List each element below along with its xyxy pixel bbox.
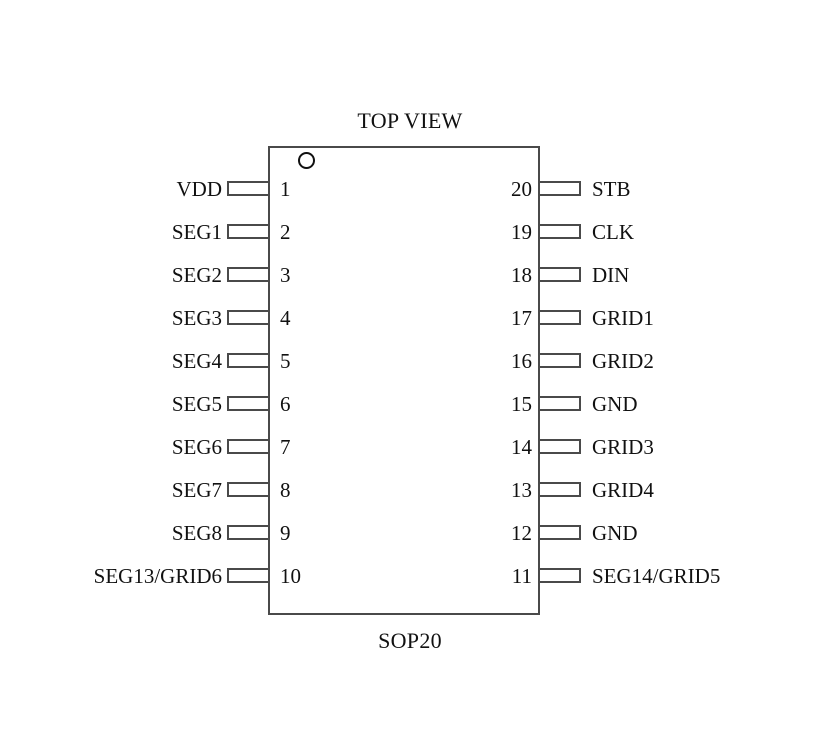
pin-label-15: GND xyxy=(592,391,638,416)
pin-label-13: GRID4 xyxy=(592,477,654,502)
pin-number-16: 16 xyxy=(511,348,532,373)
pin-lead-13 xyxy=(539,482,581,497)
pin-lead-15 xyxy=(539,396,581,411)
pin-number-6: 6 xyxy=(280,391,291,416)
pin-number-20: 20 xyxy=(511,176,532,201)
pin-label-20: STB xyxy=(592,176,631,201)
pin-number-15: 15 xyxy=(511,391,532,416)
pin-lead-14 xyxy=(539,439,581,454)
pin-lead-2 xyxy=(227,224,269,239)
pin-number-18: 18 xyxy=(511,262,532,287)
pin-lead-10 xyxy=(227,568,269,583)
pin-number-7: 7 xyxy=(280,434,291,459)
pin-number-8: 8 xyxy=(280,477,291,502)
pin-number-9: 9 xyxy=(280,520,291,545)
pin-number-4: 4 xyxy=(280,305,291,330)
pin-label-3: SEG2 xyxy=(171,262,222,287)
pin-label-16: GRID2 xyxy=(592,348,654,373)
pin-number-1: 1 xyxy=(280,176,291,201)
pin-lead-3 xyxy=(227,267,269,282)
pin-lead-5 xyxy=(227,353,269,368)
pin-number-13: 13 xyxy=(511,477,532,502)
pin-lead-8 xyxy=(227,482,269,497)
pin-label-4: SEG3 xyxy=(171,305,222,330)
pin-label-11: SEG14/GRID5 xyxy=(592,563,721,588)
pin-lead-16 xyxy=(539,353,581,368)
pin-number-14: 14 xyxy=(511,434,532,459)
pin-number-11: 11 xyxy=(511,563,532,588)
pin-label-19: CLK xyxy=(592,219,634,244)
pin-lead-17 xyxy=(539,310,581,325)
pin-label-18: DIN xyxy=(592,262,630,287)
pin-number-5: 5 xyxy=(280,348,291,373)
pin-label-12: GND xyxy=(592,520,638,545)
pin-label-10: SEG13/GRID6 xyxy=(93,563,222,588)
pin-lead-7 xyxy=(227,439,269,454)
pin-lead-6 xyxy=(227,396,269,411)
pin1-dot-icon xyxy=(298,152,315,169)
pin-label-7: SEG6 xyxy=(171,434,222,459)
pin-number-19: 19 xyxy=(511,219,532,244)
pin-label-1: VDD xyxy=(176,176,223,201)
pin-number-10: 10 xyxy=(280,563,301,588)
pin-lead-19 xyxy=(539,224,581,239)
pin-lead-12 xyxy=(539,525,581,540)
pin-label-17: GRID1 xyxy=(592,305,654,330)
pin-label-9: SEG8 xyxy=(171,520,222,545)
pin-number-2: 2 xyxy=(280,219,291,244)
pin-label-8: SEG7 xyxy=(171,477,222,502)
ic-package-body xyxy=(268,146,540,615)
pin-label-6: SEG5 xyxy=(171,391,222,416)
diagram-title-top: TOP VIEW xyxy=(357,108,463,133)
pin-number-12: 12 xyxy=(511,520,532,545)
pin-label-5: SEG4 xyxy=(171,348,222,373)
pin-label-2: SEG1 xyxy=(171,219,222,244)
pin-lead-20 xyxy=(539,181,581,196)
pin-lead-18 xyxy=(539,267,581,282)
pin-lead-11 xyxy=(539,568,581,583)
diagram-title-bottom: SOP20 xyxy=(378,628,442,653)
pin-number-17: 17 xyxy=(511,305,532,330)
pin-lead-1 xyxy=(227,181,269,196)
pin-label-14: GRID3 xyxy=(592,434,654,459)
pin-lead-9 xyxy=(227,525,269,540)
pin-lead-4 xyxy=(227,310,269,325)
pin-number-3: 3 xyxy=(280,262,291,287)
